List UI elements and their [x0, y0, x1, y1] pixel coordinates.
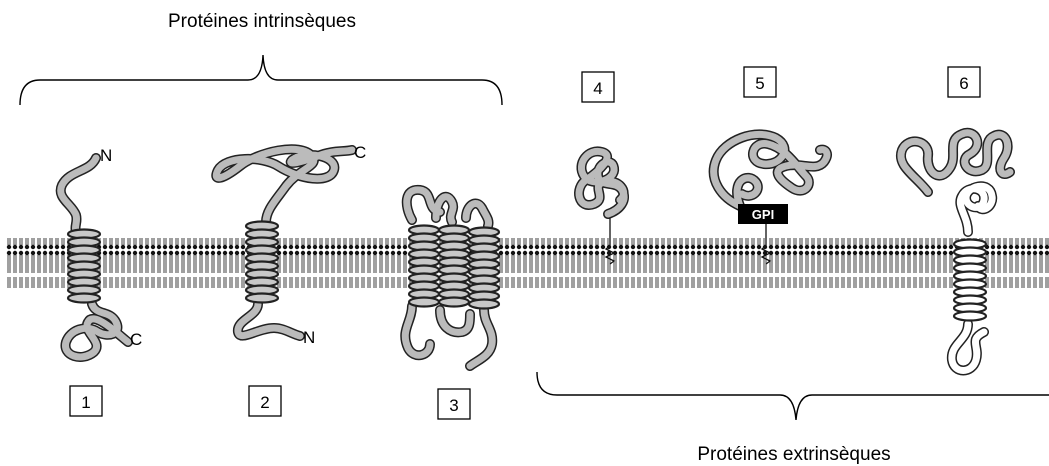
protein-5-number: 5	[755, 74, 764, 93]
intrinsic-label: Protéines intrinsèques	[168, 11, 356, 32]
protein-1-number: 1	[81, 393, 90, 412]
helix-3a	[409, 226, 439, 307]
extrinsic-label: Protéines extrinsèques	[697, 444, 890, 465]
gpi-label: GPI	[752, 207, 774, 222]
protein-2-c-terminus: C	[354, 143, 366, 162]
protein-1-n-terminus: N	[100, 146, 112, 165]
protein-2-number: 2	[260, 393, 269, 412]
lipid-bilayer	[6, 238, 1049, 288]
protein-2-n-terminus: N	[303, 328, 315, 347]
protein-1-c-terminus: C	[130, 330, 142, 349]
helix-1	[68, 230, 100, 303]
helix-2	[246, 222, 278, 303]
protein-3-number: 3	[449, 396, 458, 415]
helix-3c	[469, 228, 499, 309]
protein-3	[405, 190, 499, 366]
helix-6	[954, 240, 986, 321]
extrinsic-bracket	[537, 372, 1049, 420]
helix-3b	[439, 226, 469, 307]
protein-6-number: 6	[959, 74, 968, 93]
protein-4-number: 4	[593, 79, 602, 98]
intrinsic-bracket	[20, 55, 502, 105]
